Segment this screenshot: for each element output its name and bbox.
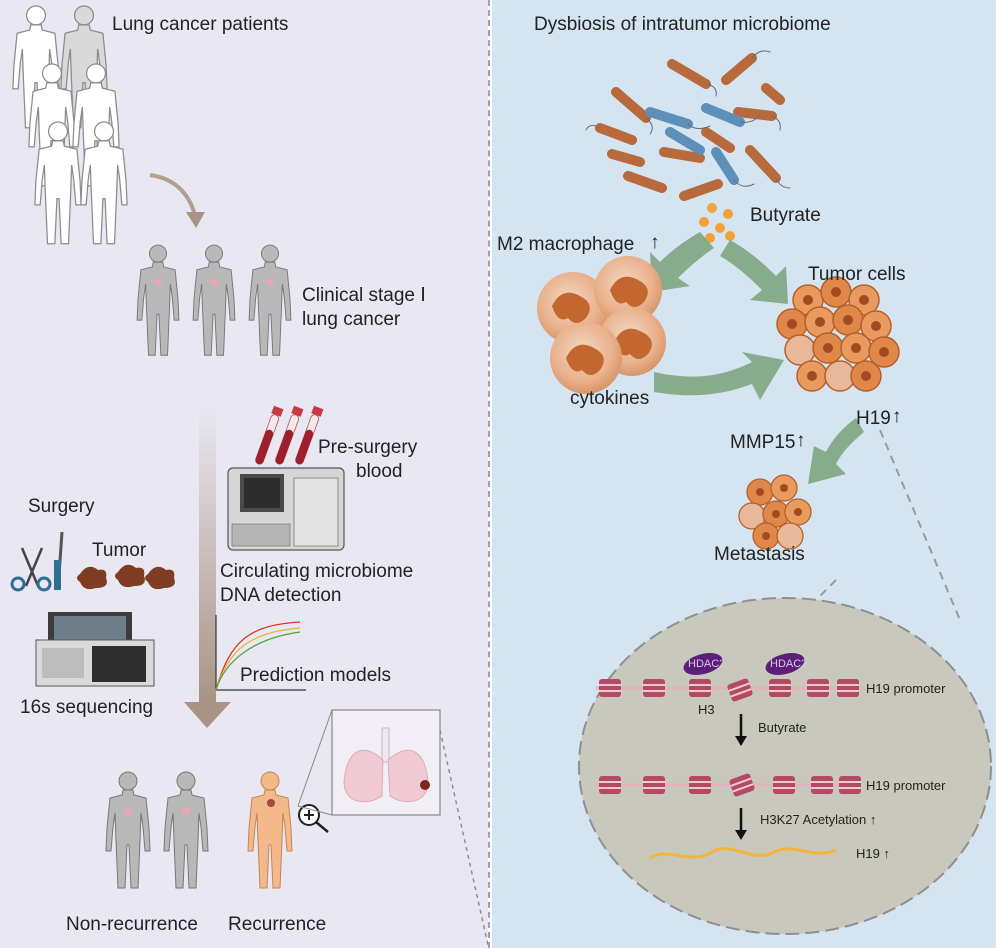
zoom-guide-r2 bbox=[879, 429, 961, 621]
stage-label-line2: lung cancer bbox=[302, 309, 401, 330]
h19-transcript bbox=[649, 847, 837, 860]
nonrecurrence-label: Non-recurrence bbox=[66, 914, 198, 935]
green-arrows bbox=[650, 232, 864, 484]
h19-label: H19 bbox=[856, 408, 891, 429]
tumor-label: Tumor bbox=[92, 540, 147, 561]
nucleus-ellipse bbox=[578, 597, 992, 935]
sequencing-label: 16s sequencing bbox=[20, 697, 154, 718]
flow-arrow-1-head bbox=[186, 212, 205, 228]
promoter-label-2: H19 promoter bbox=[866, 778, 946, 793]
recurrence-patient bbox=[247, 771, 293, 889]
detection-machine bbox=[227, 467, 345, 551]
circulating-label-line1: Circulating microbiome bbox=[220, 561, 414, 582]
surgery-label: Surgery bbox=[28, 496, 95, 517]
hdac2-1 bbox=[683, 653, 723, 675]
mmp15-label: MMP15 bbox=[730, 432, 796, 453]
butyrate-dots bbox=[699, 203, 735, 243]
patients-label: Lung cancer patients bbox=[112, 14, 289, 35]
metastasis-label: Metastasis bbox=[714, 544, 805, 565]
vertical-flow-arrow bbox=[199, 408, 216, 704]
m2-up-arrow: ↑ bbox=[650, 232, 660, 253]
vertical-flow-arrow-head bbox=[184, 702, 231, 728]
lung-icon bbox=[343, 727, 430, 803]
stage1-lungs bbox=[154, 278, 274, 286]
stage1-patients bbox=[136, 244, 292, 356]
sequencer-machine bbox=[35, 612, 155, 687]
patients-crowd bbox=[12, 5, 128, 245]
blood-tubes bbox=[255, 405, 324, 465]
step-acetylation-label: H3K27 Acetylation ↑ bbox=[760, 812, 877, 827]
prediction-chart bbox=[215, 615, 306, 691]
h19-small-label: H19 ↑ bbox=[856, 846, 890, 861]
chromatin-row-1 bbox=[596, 676, 860, 704]
nonrecurrence-patients bbox=[105, 771, 209, 889]
cytokines-label: cytokines bbox=[570, 388, 650, 409]
panel-divider bbox=[488, 0, 492, 948]
h3-label: H3 bbox=[698, 702, 715, 717]
right-title: Dysbiosis of intratumor microbiome bbox=[534, 14, 831, 35]
blood-label-line1: Pre-surgery bbox=[318, 437, 418, 458]
tumor-cells-label: Tumor cells bbox=[808, 264, 906, 285]
tumor-pieces bbox=[77, 564, 175, 590]
hdac2-label-1: HDAC2 bbox=[688, 658, 726, 670]
chromatin-row-2 bbox=[596, 771, 862, 799]
promoter-label-1: H19 promoter bbox=[866, 681, 946, 696]
hdac2-label-2: HDAC2 bbox=[770, 658, 808, 670]
metastasis-cells bbox=[738, 474, 812, 550]
prediction-label: Prediction models bbox=[240, 665, 392, 686]
stage-label-line1: Clinical stage Ⅰ bbox=[302, 285, 426, 306]
m2-label: M2 macrophage bbox=[497, 234, 635, 255]
circulating-label-line2: DNA detection bbox=[220, 585, 342, 606]
h19-up-arrow: ↑ bbox=[892, 406, 902, 427]
bacteria-cluster bbox=[585, 50, 791, 201]
recurrence-label: Recurrence bbox=[228, 914, 327, 935]
zoom-guide-left bbox=[439, 729, 489, 946]
butyrate-label: Butyrate bbox=[750, 205, 821, 226]
surgery-tools-icon bbox=[10, 531, 64, 592]
hdac2-2 bbox=[765, 653, 805, 675]
step-butyrate-label: Butyrate bbox=[758, 720, 807, 735]
flow-arrow-1 bbox=[149, 173, 197, 216]
mmp15-up-arrow: ↑ bbox=[796, 430, 806, 451]
blood-label-line2: blood bbox=[356, 461, 403, 482]
magnifier-icon bbox=[298, 804, 329, 833]
m2-macrophages bbox=[537, 256, 666, 394]
